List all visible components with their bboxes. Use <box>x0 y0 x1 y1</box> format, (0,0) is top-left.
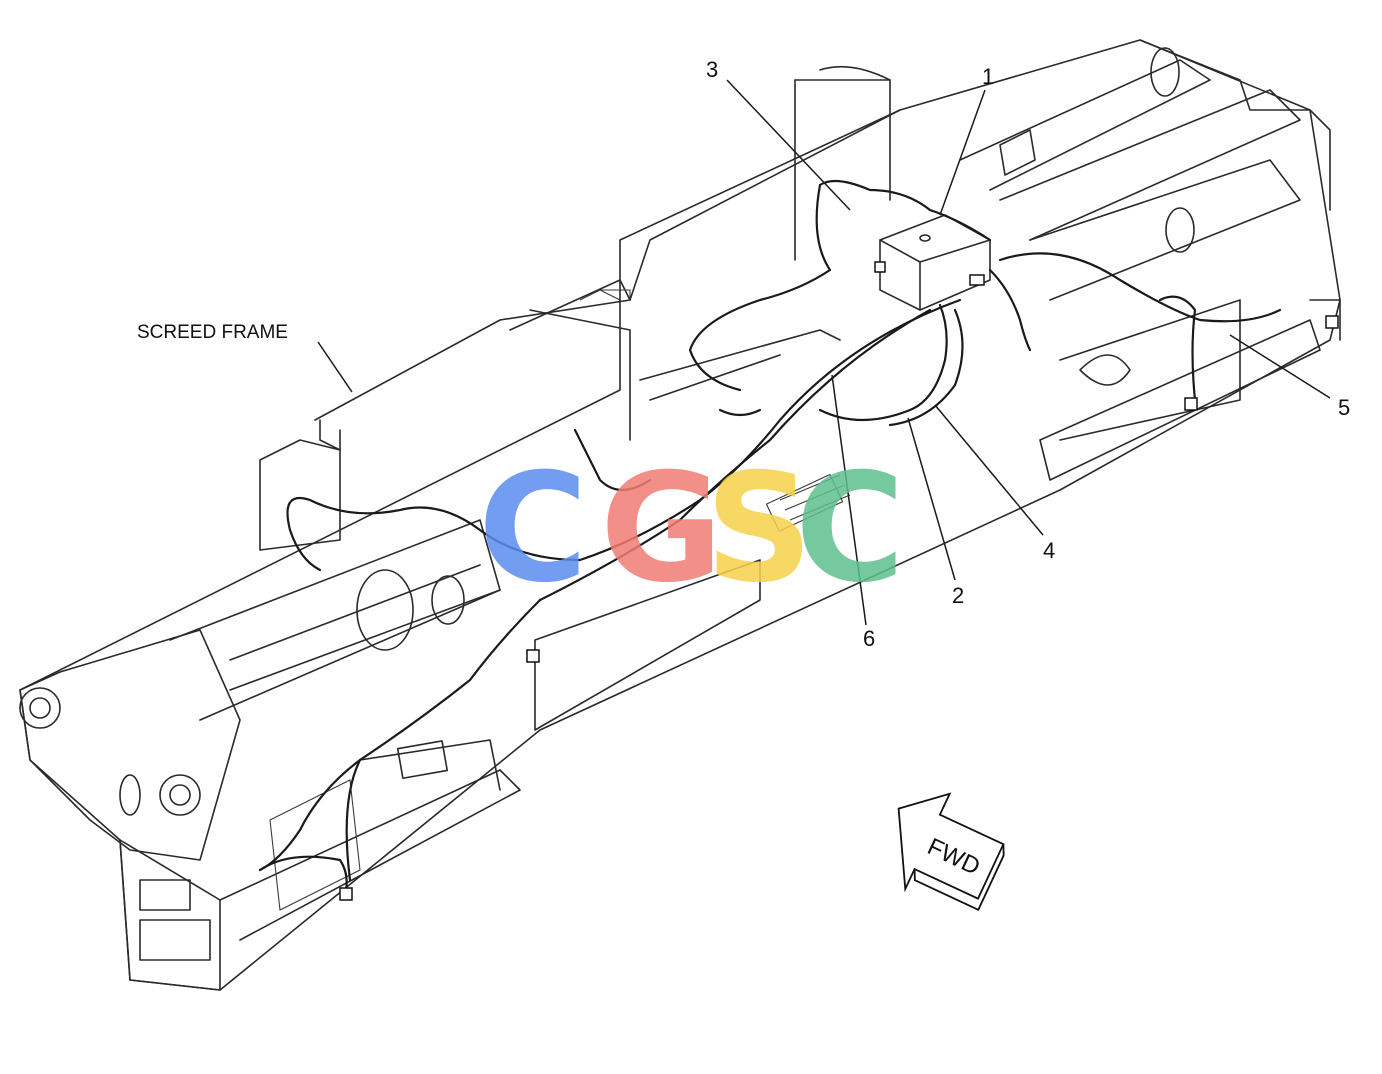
screed-frame-leader <box>317 341 353 393</box>
callout-4-leader <box>934 404 1044 536</box>
callout-4: 4 <box>1043 538 1055 563</box>
screed-frame-label: SCREED FRAME <box>137 322 288 343</box>
watermark-letter-1: C <box>478 442 588 616</box>
callout-2-leader <box>907 417 956 581</box>
callout-5: 5 <box>1338 395 1350 420</box>
callout-6: 6 <box>863 626 875 651</box>
watermark: C G S C <box>478 442 905 616</box>
frame-drawing <box>19 39 1341 991</box>
labels: SCREED FRAME 1 3 5 4 2 6 <box>137 57 1350 651</box>
callout-6-leader <box>831 374 867 626</box>
callout-3-leader <box>726 79 851 211</box>
fwd-direction-arrow: FWD <box>897 792 1005 911</box>
callout-3: 3 <box>706 57 718 82</box>
callout-1: 1 <box>982 64 994 89</box>
watermark-letter-3: S <box>705 442 813 616</box>
watermark-letter-2: G <box>600 442 723 616</box>
callout-2: 2 <box>952 583 964 608</box>
watermark-letter-4: C <box>795 442 905 616</box>
callout-1-leader <box>939 89 986 216</box>
callout-5-leader <box>1229 334 1331 399</box>
wiring-harnesses <box>258 179 1339 901</box>
